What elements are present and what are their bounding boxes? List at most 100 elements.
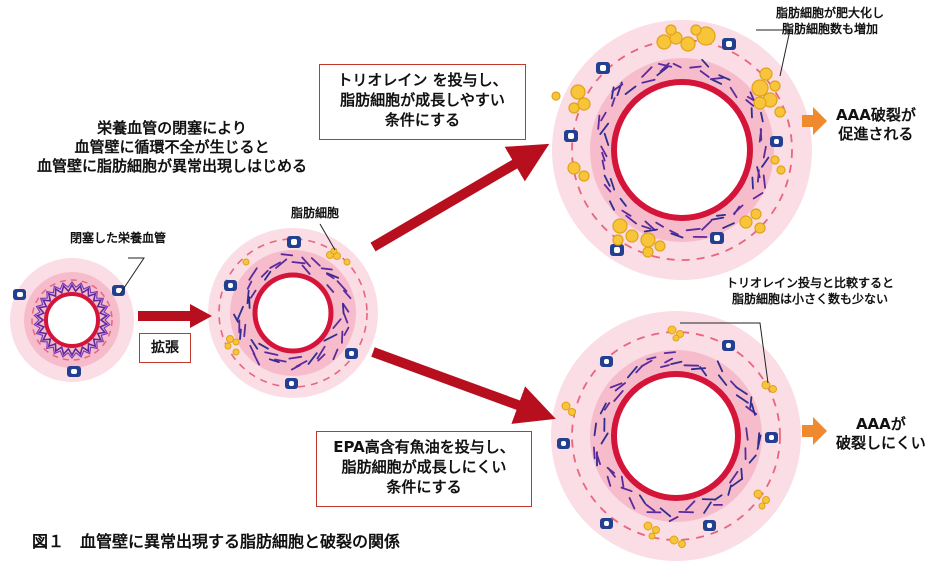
collagen-fragment [268, 358, 280, 364]
fat-cells-large [551, 24, 786, 258]
collagen-fragment [733, 205, 741, 216]
collagen-fragment [670, 360, 683, 366]
result-arrows [802, 107, 827, 445]
collagen-fragments [593, 351, 762, 523]
epa-condition-box: EPA高含有魚油を投与し、 脂肪細胞が成長しにくい 条件にする [316, 431, 532, 507]
collagen-fragment [342, 289, 352, 300]
collagen-fragment [672, 62, 682, 69]
collagen-fragment [638, 494, 646, 505]
collagen-fragment [752, 192, 764, 200]
collagen-fragment [248, 267, 258, 281]
label-occluded-vessel: 閉塞した栄養血管 [70, 231, 167, 245]
collagen-fragment [317, 353, 326, 362]
collagen-fragment [280, 253, 294, 257]
collagen-fragment [233, 313, 239, 323]
collagen-fragment [332, 318, 342, 330]
figure-caption: 図１ 血管壁に異常出現する脂肪細胞と破裂の関係 [32, 532, 401, 551]
collagen-fragment [716, 360, 724, 373]
collagen-fragment [599, 122, 610, 136]
collagen-fragment [326, 284, 335, 293]
collagen-fragment [749, 91, 755, 101]
collagen-fragment [609, 200, 615, 211]
collagen-fragment [660, 364, 670, 369]
collagen-fragment [689, 65, 702, 69]
collagen-fragment [701, 58, 710, 68]
collagen-fragment [760, 111, 764, 123]
collagen-fragment [600, 432, 609, 445]
collagen-fragment [600, 145, 608, 158]
collagen-fragment [658, 63, 673, 68]
collagen-fragment [670, 232, 684, 239]
collagen-fragment [730, 380, 738, 389]
collagen-fragment [609, 177, 616, 191]
collagen-fragment [748, 454, 757, 464]
collagen-fragment [290, 364, 301, 371]
collagen-fragment [620, 486, 633, 493]
fat-cells-small [561, 325, 777, 548]
collagen-fragment [711, 78, 723, 85]
label-fat-small: トリオレイン投与と比較すると 脂肪細胞は小さく数も少ない [726, 276, 895, 306]
collagen-fragment [621, 209, 632, 217]
collagen-fragment [757, 432, 761, 446]
collagen-wave [35, 283, 109, 357]
vasa-vasorum [224, 236, 358, 389]
collagen-fragment [717, 374, 728, 386]
collagen-fragment [236, 305, 244, 320]
collagen-fragment [668, 516, 679, 523]
collagen-fragment [343, 312, 349, 324]
collagen-fragment [610, 86, 615, 100]
collagen-fragment [641, 78, 656, 84]
collagen-fragment [326, 272, 340, 279]
collagen-fragment [640, 359, 653, 368]
collagen-fragment [597, 114, 601, 130]
collagen-fragment [291, 261, 306, 265]
collagen-fragment [341, 302, 345, 315]
collagen-fragment [603, 183, 612, 193]
collagen-fragment [699, 70, 710, 78]
collagen-fragment [762, 174, 766, 189]
collagen-fragment [323, 333, 338, 342]
vasa-vasorum [557, 340, 778, 531]
collagen-fragment [718, 74, 731, 81]
collagen-fragment [644, 220, 656, 232]
collagen-fragments [597, 58, 770, 239]
collagen-fragment [730, 478, 743, 488]
collagen-fragment [258, 342, 269, 350]
collagen-fragment [601, 151, 606, 162]
collagen-fragment [663, 351, 676, 355]
collagen-fragment [624, 85, 637, 95]
collagen-fragment [762, 145, 767, 159]
collagen-fragment [729, 470, 739, 484]
label-fat-cell: 脂肪細胞 [291, 206, 340, 220]
collagen-fragment [750, 402, 756, 416]
collagen-fragment [685, 227, 701, 232]
collagen-fragment [320, 267, 333, 271]
collagen-fragment [613, 389, 624, 402]
collagen-fragment [246, 289, 250, 305]
collagen-fragment [710, 216, 725, 221]
collagen-fragment [609, 382, 623, 389]
collagen-fragment [603, 132, 610, 146]
vessel-cross-section-dilated [208, 228, 378, 398]
collagen-fragment [340, 330, 344, 344]
process-arrows [138, 143, 556, 424]
leader-lines [119, 29, 791, 384]
collagen-fragment [606, 466, 615, 474]
vasa-vasorum [564, 38, 783, 256]
collagen-fragment [343, 326, 350, 336]
collagen-fragment [745, 427, 749, 441]
collagen-fragment [716, 213, 726, 217]
collagen-fragment [611, 97, 616, 107]
collagen-fragment [601, 159, 606, 170]
collagen-fragment [761, 156, 770, 168]
collagen-fragment [342, 303, 350, 313]
vessel-cross-section-epa [551, 311, 801, 561]
collagen-fragment [646, 356, 657, 361]
collagen-fragment [699, 366, 708, 377]
collagen-fragment [740, 467, 743, 481]
collagen-fragment [260, 269, 269, 278]
collagen-fragment [301, 256, 312, 268]
collagen-fragment [685, 500, 696, 511]
collagen-fragments [233, 253, 352, 371]
collagen-fragment [250, 338, 259, 350]
